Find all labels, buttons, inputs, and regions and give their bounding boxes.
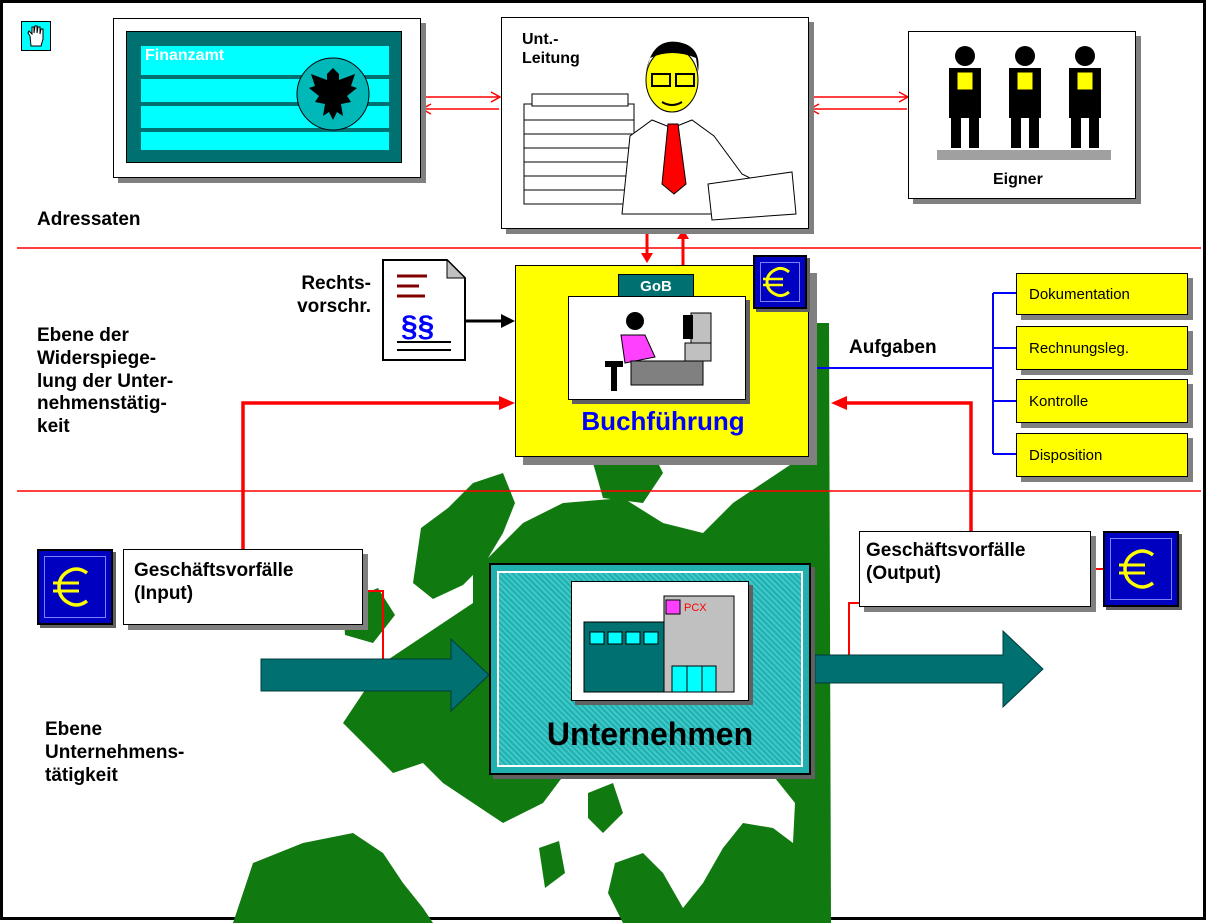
eagle-emblem-icon: [296, 57, 370, 131]
task-dokumentation: Dokumentation: [1016, 273, 1188, 315]
task-kontrolle: Kontrolle: [1016, 379, 1188, 423]
buchfuehrung-box: GoB Buchführung: [515, 265, 809, 457]
finanzamt-card: Finanzamt: [126, 31, 402, 163]
factory-panel: PCX: [571, 581, 749, 701]
arrows-leitung-buchfuehrung: [641, 229, 689, 265]
arrows-finanzamt-leitung: [420, 91, 502, 115]
rechtsvorschr-label: Rechts- vorschr.: [297, 273, 371, 317]
clerk-panel: [568, 296, 746, 400]
owner-figure: [949, 46, 981, 148]
line-input-to-buchfuehrung: [241, 396, 515, 549]
input-box: Geschäftsvorfälle (Input): [123, 549, 363, 625]
eigner-label: Eigner: [993, 171, 1043, 188]
unternehmen-label: Unternehmen: [546, 716, 754, 752]
svg-text:§§: §§: [401, 310, 434, 343]
arrow-rechtsvorschr: [465, 314, 515, 328]
pcx-label: PCX: [684, 602, 707, 614]
clerk-computer-icon: [605, 312, 712, 391]
euro-icon: [753, 255, 807, 309]
ebene-widerspiegelung-label: Ebene der Widerspiege- lung der Unter- n…: [37, 325, 174, 438]
aufgaben-bracket: [811, 292, 1016, 455]
euro-icon: [37, 549, 113, 625]
leitung-box: Unt.- Leitung: [501, 17, 809, 229]
businessman-icon: [523, 41, 797, 221]
aufgaben-label: Aufgaben: [849, 337, 937, 358]
output-box: Geschäftsvorfälle (Output): [859, 531, 1091, 607]
arrows-leitung-eigner: [808, 91, 910, 115]
owners-icon: [937, 46, 1111, 160]
gob-badge: GoB: [618, 274, 694, 298]
unternehmen-box: PCX Unternehmen: [489, 563, 811, 775]
line-output-to-buchfuehrung: [831, 396, 973, 538]
gob-label: GoB: [640, 277, 672, 295]
task-rechnungslegung: Rechnungsleg.: [1016, 326, 1188, 370]
eigner-box: Eigner: [908, 31, 1136, 199]
document-paragraph-icon: §§: [382, 258, 467, 361]
flow-arrow-output: [814, 629, 1044, 709]
buchfuehrung-label: Buchführung: [581, 406, 745, 436]
connector-input: [363, 590, 384, 663]
leitung-label: Unt.- Leitung: [522, 31, 580, 68]
input-label: Geschäftsvorfälle (Input): [134, 560, 294, 604]
euro-icon: [1103, 531, 1179, 607]
connector-output: [848, 602, 859, 655]
adressaten-label: Adressaten: [37, 209, 141, 230]
finanzamt-label: Finanzamt: [145, 47, 225, 64]
ebene-unternehmen-label: Ebene Unternehmens- tätigkeit: [45, 719, 185, 786]
flow-arrow-input: [260, 637, 490, 713]
output-label: Geschäftsvorfälle (Output): [866, 540, 1026, 584]
factory-icon: [583, 595, 735, 693]
task-disposition: Disposition: [1016, 433, 1188, 477]
finanzamt-box: Finanzamt: [113, 18, 421, 178]
hand-icon[interactable]: [21, 21, 51, 51]
